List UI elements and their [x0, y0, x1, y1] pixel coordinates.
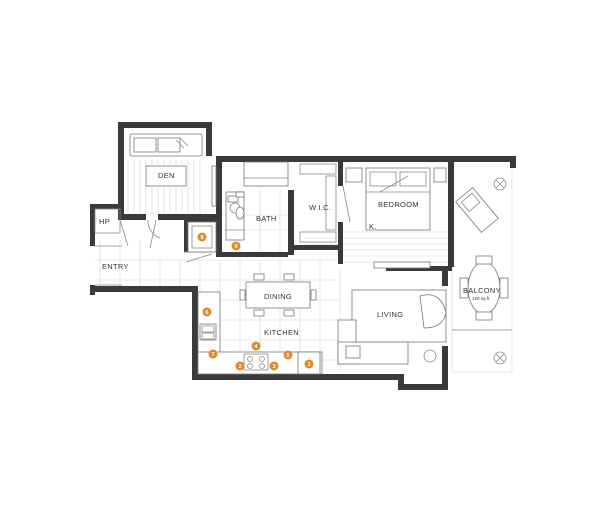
svg-text:7: 7 — [211, 352, 214, 358]
svg-text:4: 4 — [254, 344, 258, 350]
balcony-area-label: 120 sq ft — [472, 296, 490, 301]
wic-label: W.I.C. — [309, 203, 331, 212]
walls — [90, 122, 516, 390]
marker-3: 3 — [269, 361, 279, 371]
svg-text:6: 6 — [205, 310, 208, 316]
balcony-furniture — [452, 177, 512, 365]
hp-closet — [94, 208, 129, 247]
svg-text:8: 8 — [200, 235, 203, 241]
bath-label: BATH — [256, 214, 277, 223]
svg-text:3: 3 — [272, 364, 275, 370]
svg-text:5: 5 — [286, 353, 289, 359]
bath-fixtures — [225, 161, 289, 241]
marker-4: 4 — [251, 341, 261, 351]
bedroom-label: BEDROOM — [378, 200, 419, 209]
kitchen-label: KITCHEN — [264, 328, 299, 337]
marker-5: 5 — [283, 350, 293, 360]
svg-text:1: 1 — [307, 362, 310, 368]
balcony-label: BALCONY — [463, 286, 501, 295]
svg-text:9: 9 — [234, 244, 237, 250]
marker-2: 2 — [235, 361, 245, 371]
dining-label: DINING — [264, 292, 292, 301]
den-label: DEN — [158, 171, 175, 180]
marker-7: 7 — [208, 349, 218, 359]
wic-shelves — [299, 163, 351, 243]
bedroom-floor — [305, 231, 448, 263]
bedroom-furniture — [345, 167, 447, 231]
marker-1: 1 — [304, 359, 314, 369]
entry-label: ENTRY — [102, 262, 129, 271]
k-label: K. — [369, 222, 377, 231]
hp-label: HP — [99, 217, 110, 226]
laundry — [187, 221, 217, 253]
living-label: LIVING — [377, 310, 403, 319]
svg-text:2: 2 — [238, 364, 241, 370]
marker-8: 8 — [197, 232, 207, 242]
dining-furniture — [239, 273, 317, 317]
marker-6: 6 — [202, 307, 212, 317]
living-furniture — [337, 261, 447, 365]
den-furniture — [129, 133, 217, 207]
marker-9: 9 — [231, 241, 241, 251]
